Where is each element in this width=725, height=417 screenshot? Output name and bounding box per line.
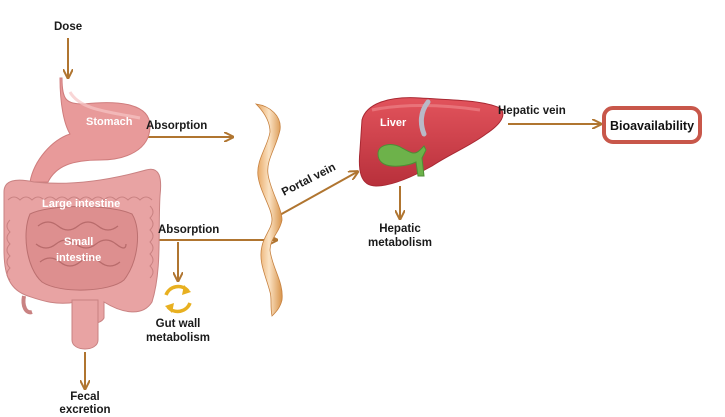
portal-vein-arrow bbox=[277, 172, 357, 217]
liver-illustration bbox=[358, 97, 504, 187]
gut-wall-metabolism-label-line1: Gut wall bbox=[156, 318, 201, 330]
portal-vein-illustration bbox=[254, 103, 283, 317]
fecal-excretion-label-line1: Fecal bbox=[70, 391, 99, 403]
fecal-excretion-label-line2: excretion bbox=[59, 404, 110, 416]
small-intestine-label-line1: Small bbox=[64, 236, 93, 248]
hepatic-metabolism-label-line1: Hepatic bbox=[379, 223, 421, 235]
large-intestine-label: Large intestine bbox=[42, 198, 120, 210]
gut-wall-metabolism-label-line2: metabolism bbox=[146, 332, 210, 344]
bioavailability-label: Bioavailability bbox=[610, 119, 694, 133]
hepatic-vein-label: Hepatic vein bbox=[498, 105, 566, 117]
stomach-illustration bbox=[29, 77, 151, 183]
recycle-icon bbox=[164, 284, 192, 314]
dose-label: Dose bbox=[54, 21, 82, 33]
small-intestine-label-line2: intestine bbox=[56, 252, 101, 264]
absorption-stomach-label: Absorption bbox=[146, 120, 207, 132]
absorption-intestine-label: Absorption bbox=[158, 224, 219, 236]
gallbladder-shape bbox=[377, 144, 427, 177]
liver-label: Liver bbox=[380, 117, 407, 129]
portal-vein-label: Portal vein bbox=[280, 161, 338, 198]
intestine-illustration bbox=[3, 168, 162, 350]
stomach-label: Stomach bbox=[86, 116, 133, 128]
bioavailability-box bbox=[602, 106, 702, 144]
hepatic-metabolism-label-line2: metabolism bbox=[368, 237, 432, 249]
